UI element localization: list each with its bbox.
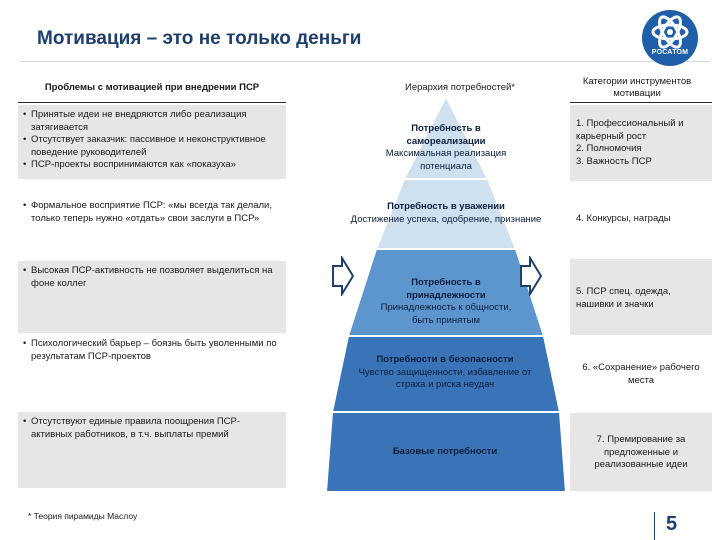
header-problems: Проблемы с мотивацией при внедрении ПСР	[44, 82, 260, 93]
header-hierarchy: Иерархия потребностей*	[405, 82, 515, 93]
header-rule-left	[18, 102, 286, 103]
arrow-right-icon	[332, 256, 354, 296]
page-number-divider	[654, 512, 655, 540]
problem-cell-4: Психологический барьер – боязнь быть уво…	[18, 334, 286, 406]
category-text: 4. Конкурсы, награды	[576, 213, 671, 224]
header-categories: Категории инструментов мотивации	[582, 76, 692, 99]
problem-item: Отсутствует заказчик: пассивное и неконс…	[22, 134, 280, 159]
problem-item: Формальное восприятие ПСР: «мы всегда та…	[22, 200, 280, 225]
page-title: Мотивация – это не только деньги	[37, 28, 362, 49]
need-desc: Максимальная реализация потенциала	[385, 148, 507, 172]
problem-cell-3: Высокая ПСР-активность не позволяет выде…	[18, 261, 286, 333]
category-text: 5. ПСР спец. одежда, нашивки и значки	[576, 286, 671, 310]
need-desc: Чувство защищенности, избавление от стра…	[358, 366, 532, 391]
need-title: Потребности в безопасности	[376, 354, 514, 365]
pyramid-label-3: Потребность в принадлежности Принадлежно…	[376, 277, 516, 327]
category-cell-2: 4. Конкурсы, награды	[570, 183, 712, 257]
logo-text: РОСАТОМ	[651, 49, 689, 56]
title-divider	[20, 61, 710, 62]
category-text: 1. Профессиональный и карьерный рост 2. …	[576, 118, 684, 167]
maslow-pyramid	[326, 96, 566, 492]
rosatom-logo: РОСАТОМ	[640, 8, 700, 68]
need-desc: Достижение успеха, одобрение, признание	[350, 213, 542, 225]
rosatom-atom-icon	[642, 10, 698, 66]
category-text: 7. Премирование за предложенные и реализ…	[594, 434, 688, 470]
problem-item: Психологический барьер – боязнь быть уво…	[22, 338, 280, 363]
category-cell-1: 1. Профессиональный и карьерный рост 2. …	[570, 105, 712, 181]
need-title: Потребность в принадлежности	[406, 277, 486, 301]
footnote: * Теория пирамиды Маслоу	[28, 511, 138, 521]
arrow-right-icon	[520, 256, 542, 296]
category-cell-5: 7. Премирование за предложенные и реализ…	[570, 413, 712, 491]
need-desc: Принадлежность к общности, быть принятым	[380, 302, 512, 326]
category-cell-3: 5. ПСР спец. одежда, нашивки и значки	[570, 259, 712, 335]
pyramid-label-5: Базовые потребности	[345, 446, 545, 459]
pyramid-label-2: Потребность в уважении Достижение успеха…	[350, 201, 542, 226]
pyramid-level-5	[326, 411, 566, 492]
need-title: Потребность в самореализации	[406, 123, 486, 147]
problem-item: ПСР-проекты воспринимаются как «показуха…	[22, 159, 280, 172]
need-title: Базовые потребности	[392, 446, 498, 457]
page-number: 5	[666, 513, 678, 535]
category-text: 6. «Сохранение» рабочего места	[582, 362, 700, 386]
problem-cell-5: Отсутствуют единые правила поощрения ПСР…	[18, 412, 286, 488]
header-rule-right	[570, 102, 712, 103]
problem-cell-1: Принятые идеи не внедряются либо реализа…	[18, 105, 286, 179]
pyramid-label-4: Потребности в безопасности Чувство защищ…	[345, 354, 545, 392]
category-cell-4: 6. «Сохранение» рабочего места	[570, 337, 712, 411]
problem-item: Высокая ПСР-активность не позволяет выде…	[22, 265, 280, 290]
need-title: Потребность в уважении	[387, 201, 505, 212]
problem-item: Принятые идеи не внедряются либо реализа…	[22, 109, 280, 134]
problem-item: Отсутствуют единые правила поощрения ПСР…	[22, 416, 280, 441]
problem-cell-2: Формальное восприятие ПСР: «мы всегда та…	[18, 196, 286, 258]
pyramid-label-1: Потребность в самореализации Максимальна…	[372, 123, 520, 173]
